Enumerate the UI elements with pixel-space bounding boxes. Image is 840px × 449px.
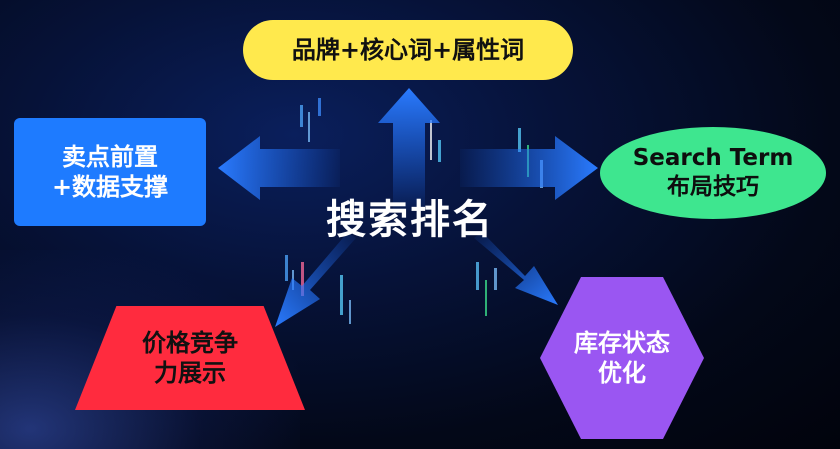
node-selling-points-line1: 卖点前置	[61, 143, 158, 171]
node-search-term-line1: Search Term	[632, 145, 794, 172]
arrow-left	[218, 136, 340, 200]
center-title: 搜索排名	[326, 197, 494, 243]
node-search-term: Search Term 布局技巧	[600, 127, 826, 219]
node-selling-points-line2: +数据支撑	[51, 173, 169, 201]
arrow-up	[378, 88, 440, 210]
node-price-line1: 价格竞争	[142, 329, 238, 357]
node-inventory-line2: 优化	[598, 359, 646, 387]
arrow-down-left	[275, 232, 356, 327]
node-price-line2: 力展示	[154, 359, 226, 387]
arrow-right	[460, 136, 598, 200]
node-price-competitiveness: 价格竞争 力展示	[75, 306, 305, 410]
node-brand-keywords: 品牌+核心词+属性词	[243, 20, 573, 80]
node-search-term-line2: 布局技巧	[667, 174, 759, 200]
node-inventory-line1: 库存状态	[574, 329, 670, 357]
node-brand-keywords-label: 品牌+核心词+属性词	[291, 36, 525, 64]
node-selling-points: 卖点前置 +数据支撑	[14, 118, 206, 226]
arrow-down-right	[474, 232, 558, 305]
